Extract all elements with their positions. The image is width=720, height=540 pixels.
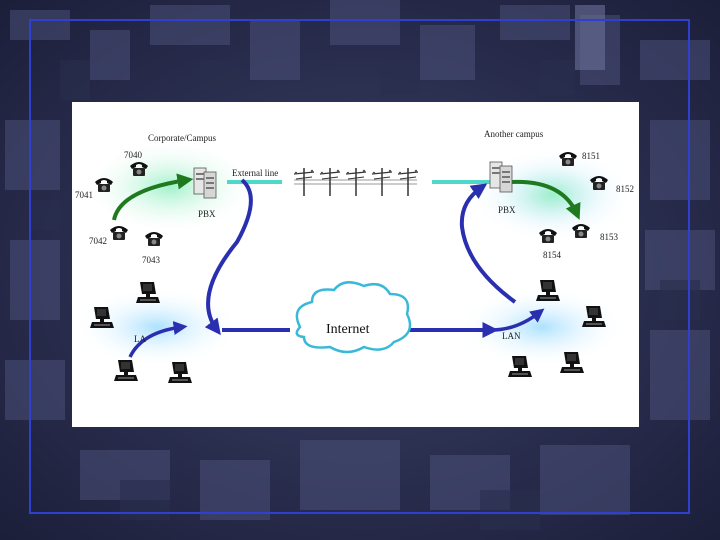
extension-7040: 7040 — [124, 150, 142, 160]
telephone-pole-icon — [397, 167, 419, 197]
extension-8153: 8153 — [600, 232, 618, 242]
right-campus-glow-green — [492, 159, 612, 231]
slide-border — [29, 19, 690, 514]
phone-icon — [110, 226, 128, 240]
lan-left-label: LA — [134, 334, 146, 344]
left-campus-glow — [82, 139, 258, 235]
extension-8151: 8151 — [582, 151, 600, 161]
left-lan-glow — [72, 287, 242, 367]
telephone-pole-icon — [345, 167, 367, 197]
right-lan-glow — [457, 287, 627, 367]
network-diagram — [72, 139, 637, 383]
arrow-lan-right-to-pbx — [459, 183, 517, 304]
cloud-icon — [295, 281, 412, 354]
telephone-pole-icon — [319, 167, 341, 197]
arrow-green-left — [112, 173, 194, 221]
arrow-lan-left-pc — [128, 321, 188, 358]
right-campus-title: Another campus — [484, 129, 544, 139]
lan-right-label: LAN — [502, 331, 521, 341]
extension-8152: 8152 — [616, 184, 634, 194]
pbx-server-icon-right — [489, 161, 513, 193]
arrow-lan-right-pc — [491, 308, 545, 332]
telephone-pole-icon — [293, 167, 315, 197]
network-diagram-panel: Corporate/Campus Another campus External… — [72, 102, 639, 427]
telephone-pole-icon — [371, 167, 393, 197]
arrow-green-right — [511, 179, 581, 220]
internet-label: Internet — [326, 322, 370, 337]
extension-7043: 7043 — [142, 255, 160, 265]
left-campus-title: Corporate/Campus — [148, 133, 216, 143]
pbx-server-icon-left — [193, 167, 217, 199]
extension-7041: 7041 — [75, 190, 93, 200]
arrow-pbx-to-lan-left — [204, 178, 253, 336]
external-line-label: External line — [232, 168, 279, 178]
extension-8154: 8154 — [543, 250, 561, 260]
pbx-right-label: PBX — [498, 205, 516, 215]
pbx-left-label: PBX — [198, 209, 216, 219]
extension-7042: 7042 — [89, 236, 107, 246]
